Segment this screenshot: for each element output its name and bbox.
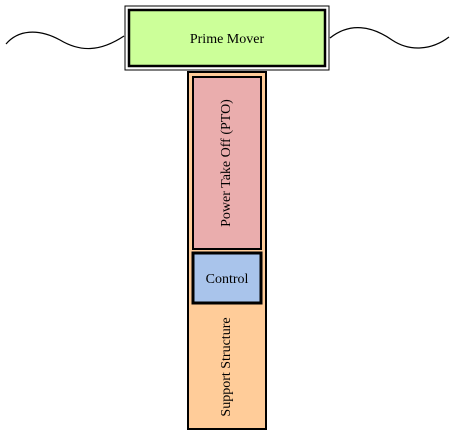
control-label: Control bbox=[206, 272, 249, 287]
pto-box bbox=[192, 76, 262, 250]
pto-label: Power Take Off (PTO) bbox=[219, 99, 234, 227]
prime-mover-label: Prime Mover bbox=[190, 32, 265, 47]
control-box bbox=[191, 251, 263, 305]
support-structure-label: Support Structure bbox=[219, 317, 234, 416]
prime-mover-box bbox=[127, 8, 327, 68]
left-water-wave bbox=[5, 31, 125, 50]
right-water-wave bbox=[329, 27, 450, 49]
